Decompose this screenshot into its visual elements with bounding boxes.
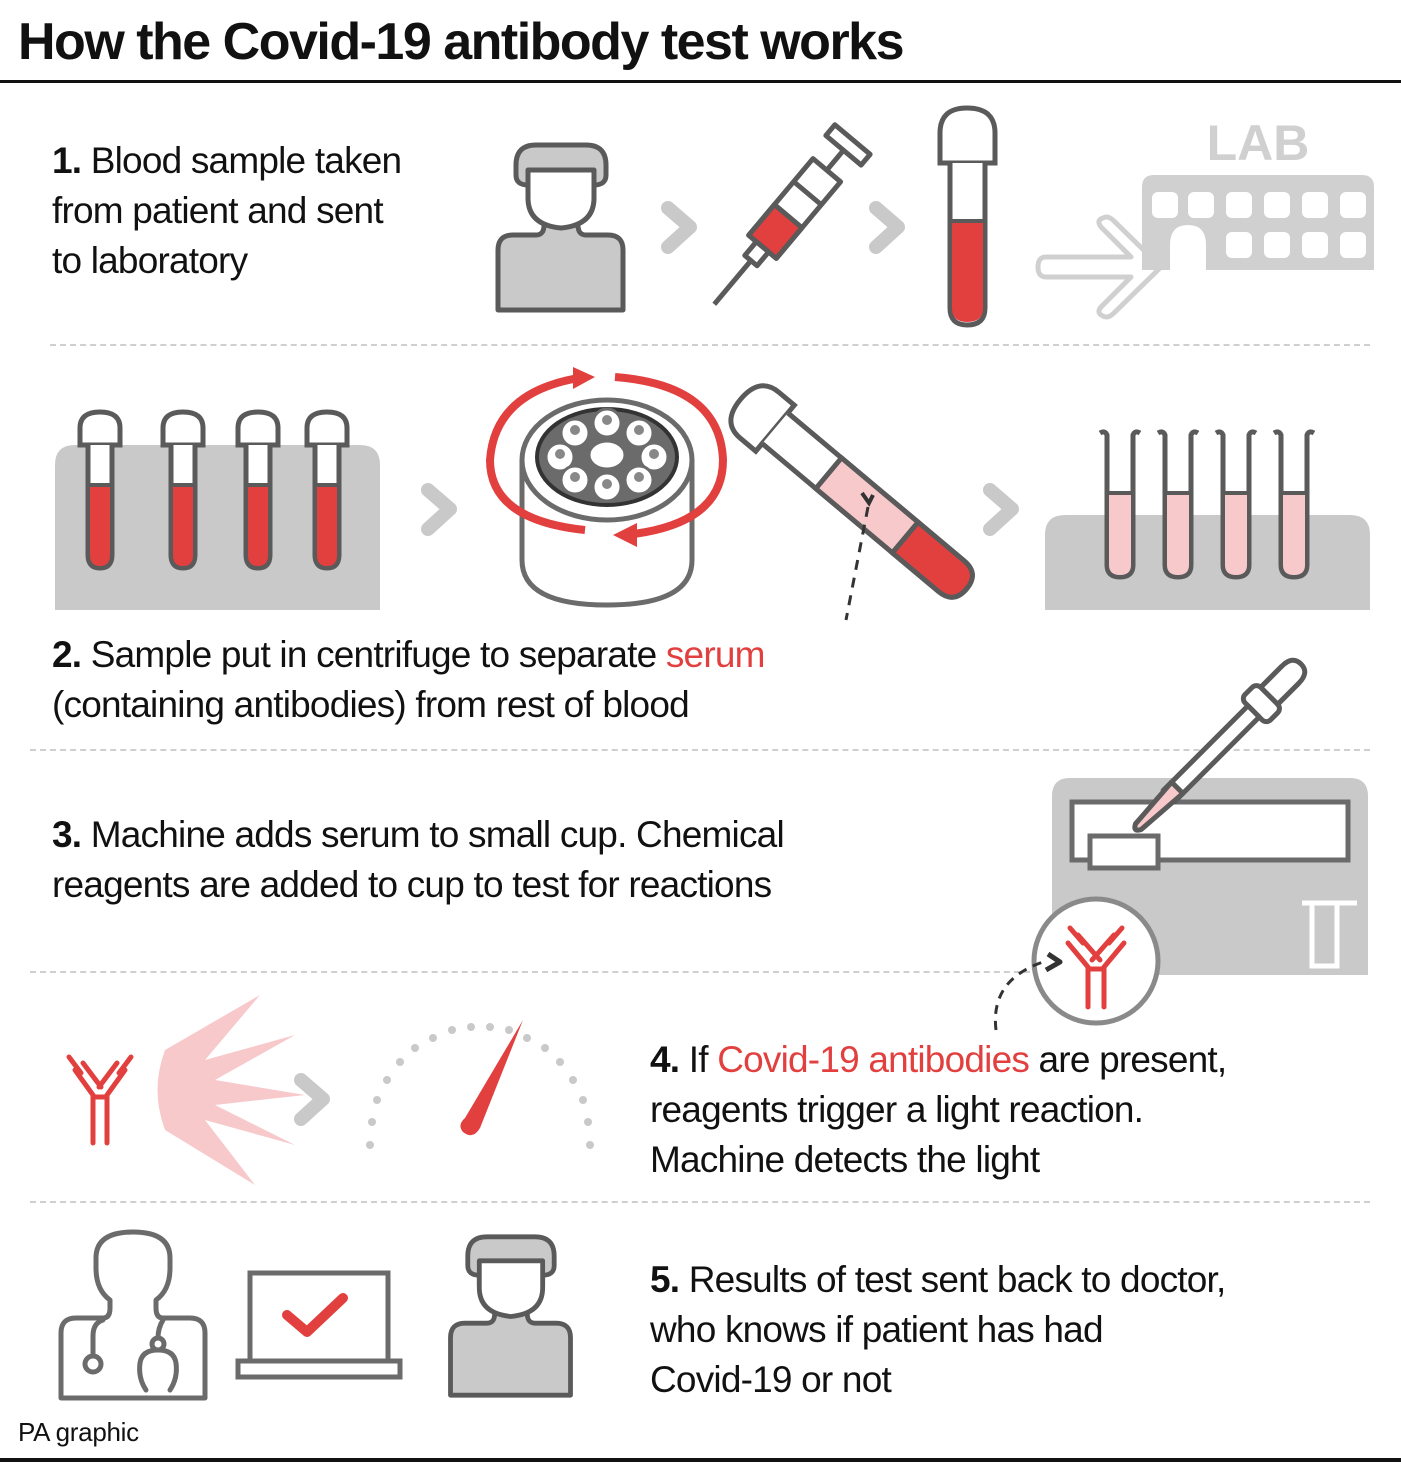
source-credit: PA graphic xyxy=(18,1417,139,1447)
step-2-number: 2. xyxy=(52,634,82,675)
lab-label: LAB xyxy=(1207,115,1310,171)
syringe-icon xyxy=(712,122,873,306)
chevron-right-icon xyxy=(661,201,697,254)
step-1-text: 1. Blood sample taken from patient and s… xyxy=(52,140,402,281)
patient-icon xyxy=(495,142,626,313)
patient-icon xyxy=(448,1234,573,1398)
centrifuge-icon xyxy=(485,367,728,608)
tube-rack-icon xyxy=(55,409,380,610)
light-burst-icon xyxy=(157,995,305,1185)
page-title: How the Covid-19 antibody test works xyxy=(18,13,905,71)
bottom-rule xyxy=(0,1458,1401,1462)
laptop-check-icon xyxy=(235,1270,403,1380)
magnify-pointer-dashed-arrow xyxy=(993,951,1063,1031)
section-divider xyxy=(30,749,1370,751)
step-5-text: 5. Results of test sent back to doctor, … xyxy=(650,1259,1226,1400)
step-4-number: 4. xyxy=(650,1039,680,1080)
chevron-right-icon xyxy=(421,483,457,536)
pipette-icon xyxy=(1132,657,1308,833)
section-divider xyxy=(50,344,1370,346)
step-5-number: 5. xyxy=(650,1259,680,1300)
lab-building-icon: LAB xyxy=(1142,115,1374,270)
step-3-number: 3. xyxy=(52,814,82,855)
step-1-number: 1. xyxy=(52,140,82,181)
serum-highlight: serum xyxy=(665,634,766,675)
section-divider xyxy=(30,971,1040,973)
doctor-icon xyxy=(58,1229,208,1401)
gauge-meter-icon xyxy=(366,1020,594,1149)
antibody-icon xyxy=(66,1054,134,1146)
covid-antibodies-highlight: Covid-19 antibodies xyxy=(717,1039,1030,1080)
serum-pointer-dashed-line xyxy=(844,506,870,621)
chevron-right-icon xyxy=(983,483,1019,536)
step-2-text: 2. Sample put in centrifuge to separate … xyxy=(52,634,766,725)
arrow-right-icon xyxy=(1035,214,1164,320)
step-4-text: 4. If Covid-19 antibodies are present, r… xyxy=(650,1039,1227,1180)
antibody-magnified-icon xyxy=(1031,896,1161,1026)
chevron-right-icon xyxy=(869,201,905,254)
serum-tube-rack-icon xyxy=(1045,429,1370,610)
blood-tube-icon xyxy=(937,105,998,328)
title-rule xyxy=(0,80,1401,83)
section-divider xyxy=(30,1201,1370,1203)
chevron-right-icon xyxy=(294,1073,330,1126)
step-3-text: 3. Machine adds serum to small cup. Chem… xyxy=(52,814,785,905)
separated-tube-icon xyxy=(728,383,975,600)
